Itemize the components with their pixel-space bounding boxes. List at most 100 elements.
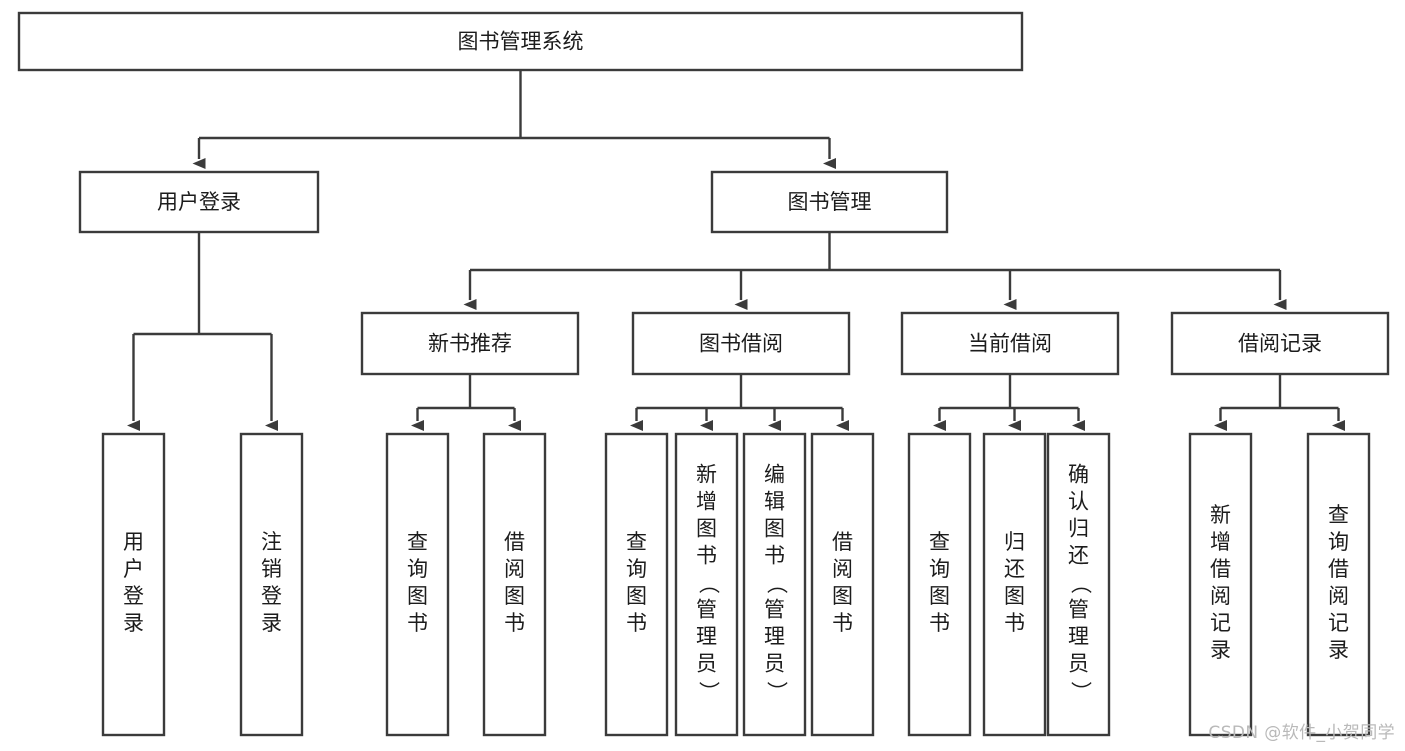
svg-text:（: （	[697, 573, 721, 594]
node-root-图书管理系统[interactable]: 图书管理系统	[17, 11, 1024, 72]
node-leaf-0-rect	[101, 432, 166, 737]
svg-text:还: 还	[1004, 557, 1025, 581]
node-leaf-9-rect	[982, 432, 1047, 737]
node-level3-当前借阅-label: 当前借阅	[968, 332, 1052, 356]
svg-text:询: 询	[626, 557, 647, 581]
svg-text:辑: 辑	[764, 490, 785, 514]
node-leaf-7-rect	[810, 432, 875, 737]
node-leaf-11-rect	[1188, 432, 1253, 737]
svg-text:图: 图	[407, 584, 428, 608]
node-root-图书管理系统-rect	[17, 11, 1024, 72]
node-leaf-2-rect	[385, 432, 450, 737]
svg-text:新: 新	[1210, 503, 1231, 527]
svg-text:书: 书	[1004, 611, 1025, 635]
svg-text:书: 书	[407, 611, 428, 635]
svg-text:户: 户	[123, 557, 144, 581]
node-level2-图书管理-label: 图书管理	[788, 190, 872, 214]
node-leaf-5-rect	[674, 432, 739, 737]
svg-text:归: 归	[1004, 530, 1025, 554]
node-level3-图书借阅[interactable]: 图书借阅	[631, 311, 851, 376]
svg-text:书: 书	[504, 611, 525, 635]
svg-text:书: 书	[764, 544, 785, 568]
node-leaf-8-rect	[907, 432, 972, 737]
svg-text:询: 询	[407, 557, 428, 581]
node-leaf-1-rect	[239, 432, 304, 737]
svg-text:确: 确	[1068, 463, 1089, 487]
node-level3-新书推荐-label: 新书推荐	[428, 332, 512, 356]
svg-text:阅: 阅	[1210, 584, 1231, 608]
svg-text:）: ）	[697, 681, 721, 702]
svg-text:书: 书	[696, 544, 717, 568]
svg-text:归: 归	[1068, 517, 1089, 541]
node-level2-用户登录[interactable]: 用户登录	[78, 170, 320, 234]
svg-text:登: 登	[123, 584, 144, 608]
svg-text:图: 图	[929, 584, 950, 608]
svg-text:记: 记	[1328, 611, 1349, 635]
node-level3-借阅记录-label: 借阅记录	[1238, 332, 1322, 356]
node-level3-新书推荐-rect	[360, 311, 580, 376]
svg-text:图: 图	[696, 517, 717, 541]
svg-text:借: 借	[1210, 557, 1231, 581]
node-level3-借阅记录[interactable]: 借阅记录	[1170, 311, 1390, 376]
svg-text:还: 还	[1068, 544, 1089, 568]
node-level2-用户登录-label: 用户登录	[157, 190, 241, 214]
node-leaf-0[interactable]: 用户登录	[101, 432, 166, 737]
svg-text:询: 询	[929, 557, 950, 581]
svg-text:查: 查	[1328, 503, 1349, 527]
svg-text:（: （	[765, 573, 789, 594]
node-level3-新书推荐[interactable]: 新书推荐	[360, 311, 580, 376]
connectors-layer	[127, 70, 1345, 431]
svg-text:录: 录	[261, 611, 282, 635]
svg-text:查: 查	[929, 530, 950, 554]
svg-text:用: 用	[123, 530, 144, 554]
svg-text:新: 新	[696, 463, 717, 487]
svg-text:员: 员	[696, 652, 717, 676]
svg-text:图: 图	[626, 584, 647, 608]
nodes-layer: 图书管理系统用户登录图书管理新书推荐图书借阅当前借阅借阅记录用户登录注销登录查询…	[17, 11, 1390, 737]
svg-text:查: 查	[626, 530, 647, 554]
svg-text:编: 编	[764, 463, 785, 487]
node-leaf-12-rect	[1306, 432, 1371, 737]
svg-text:员: 员	[764, 652, 785, 676]
node-level2-图书管理[interactable]: 图书管理	[710, 170, 949, 234]
svg-text:阅: 阅	[832, 557, 853, 581]
svg-text:查: 查	[407, 530, 428, 554]
node-root-图书管理系统-label: 图书管理系统	[458, 30, 584, 54]
svg-text:借: 借	[1328, 557, 1349, 581]
svg-text:）: ）	[765, 681, 789, 702]
node-level3-借阅记录-rect	[1170, 311, 1390, 376]
svg-text:理: 理	[764, 625, 785, 649]
svg-text:借: 借	[504, 530, 525, 554]
node-level3-当前借阅[interactable]: 当前借阅	[900, 311, 1120, 376]
node-level3-当前借阅-rect	[900, 311, 1120, 376]
svg-text:员: 员	[1068, 652, 1089, 676]
svg-text:录: 录	[1210, 638, 1231, 662]
svg-text:书: 书	[929, 611, 950, 635]
svg-text:记: 记	[1210, 611, 1231, 635]
svg-text:图: 图	[1004, 584, 1025, 608]
